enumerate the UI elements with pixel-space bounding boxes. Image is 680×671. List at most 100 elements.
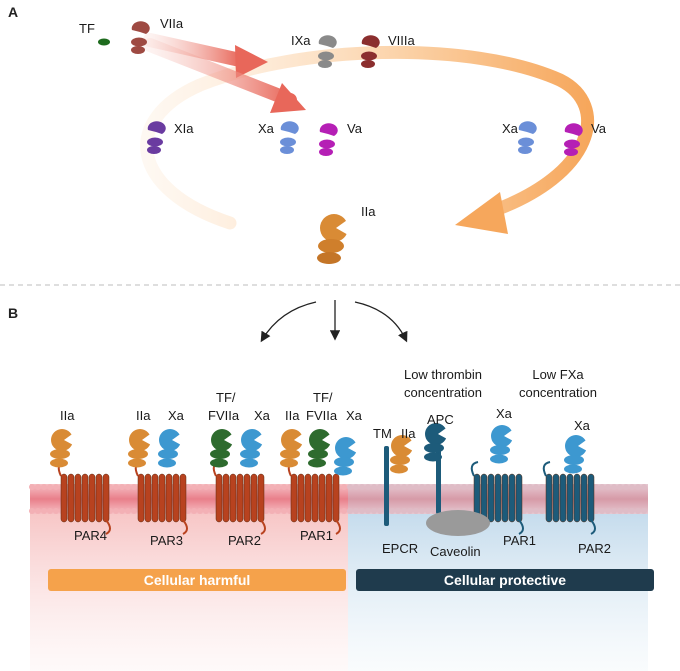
tm-iia-label: IIa xyxy=(401,426,416,441)
helix xyxy=(165,473,173,523)
lipid-head xyxy=(401,484,407,490)
par1-label: PAR1 xyxy=(300,528,333,543)
lipid-head xyxy=(125,508,131,514)
helix xyxy=(172,473,180,523)
lipid-head xyxy=(275,484,281,490)
lipid-head xyxy=(185,508,191,514)
low-fxa-line1: Low FXa xyxy=(532,367,584,382)
lipid-head xyxy=(197,508,203,514)
helix xyxy=(215,473,223,523)
par2-tf-fviia-ligand xyxy=(210,429,235,468)
ligand-mouth xyxy=(172,432,183,446)
helix xyxy=(587,473,595,523)
ligand-mouth xyxy=(348,440,359,454)
ligand-head xyxy=(309,429,331,451)
ligand-tail xyxy=(490,454,508,464)
lipid-head xyxy=(629,484,635,490)
n-terminus xyxy=(470,461,479,477)
helix xyxy=(559,473,567,523)
signaling-arrows xyxy=(260,300,408,343)
lipid-head xyxy=(419,508,425,514)
lipid-head xyxy=(617,484,623,490)
lipid-head xyxy=(113,508,119,514)
par1-xa-ligand xyxy=(334,437,359,476)
ligand-head xyxy=(51,429,73,451)
ligand-body xyxy=(280,449,300,459)
lipid-head xyxy=(281,508,287,514)
lipid-head xyxy=(113,484,119,490)
lipid-head xyxy=(629,508,635,514)
helix xyxy=(501,473,509,523)
xia-label: XIa xyxy=(174,121,194,136)
lipid-head xyxy=(395,484,401,490)
par2-receptor xyxy=(212,461,266,535)
ligand-tail xyxy=(128,458,146,468)
ligand-mouth xyxy=(322,432,333,446)
lipid-head xyxy=(593,508,599,514)
lipid-head xyxy=(53,508,59,514)
tm-iia-ligand xyxy=(390,435,415,474)
lipid-head xyxy=(623,508,629,514)
lipid-head xyxy=(41,508,47,514)
lipid-head xyxy=(347,484,353,490)
ligand-mouth xyxy=(404,438,415,452)
ligand-tail xyxy=(424,452,442,462)
ligand-body xyxy=(490,445,510,455)
lipid-head xyxy=(347,508,353,514)
lipid-head xyxy=(47,484,53,490)
viia-protein xyxy=(131,21,150,54)
lipid-head xyxy=(35,508,41,514)
prot-par2-label: PAR2 xyxy=(578,541,611,556)
helix xyxy=(144,473,152,523)
helix xyxy=(88,473,96,523)
helix xyxy=(508,473,516,523)
par4-iia-label: IIa xyxy=(60,408,75,423)
lipid-head xyxy=(521,508,527,514)
lipid-head xyxy=(605,508,611,514)
helix xyxy=(158,473,166,523)
tf-viia-activation-arrows xyxy=(143,33,306,113)
protective-bar-label: Cellular protective xyxy=(444,572,566,588)
lipid-head xyxy=(119,484,125,490)
c-terminus xyxy=(105,519,111,535)
helix xyxy=(515,473,523,523)
lipid-head xyxy=(623,484,629,490)
helix xyxy=(566,473,574,523)
viia-label: VIIa xyxy=(160,16,184,31)
lipid-head xyxy=(419,484,425,490)
prot-par1-xa-ligand xyxy=(490,425,515,464)
par1-tf-label-1: TF/ xyxy=(313,390,333,405)
lipid-head xyxy=(203,508,209,514)
ligand-body xyxy=(210,449,230,459)
lipid-head xyxy=(449,484,455,490)
lipid-head xyxy=(263,484,269,490)
helix xyxy=(318,473,326,523)
ligand-tail xyxy=(308,458,326,468)
lipid-head xyxy=(425,508,431,514)
helix xyxy=(81,473,89,523)
lipid-head xyxy=(377,508,383,514)
par4-receptor xyxy=(57,461,111,535)
helix xyxy=(304,473,312,523)
lipid-head xyxy=(527,484,533,490)
par1-xa-label: Xa xyxy=(346,408,363,423)
c-terminus xyxy=(335,519,341,535)
epcr-label: EPCR xyxy=(382,541,418,556)
lipid-head xyxy=(605,484,611,490)
xa-right-label: Xa xyxy=(502,121,519,136)
low-thrombin-line2: concentration xyxy=(404,385,482,400)
ligand-body xyxy=(158,449,178,459)
ligand-tail xyxy=(210,458,228,468)
ligand-head xyxy=(241,429,263,451)
prot-par1-label: PAR1 xyxy=(503,533,536,548)
ligand-body xyxy=(424,443,444,453)
lipid-head xyxy=(611,508,617,514)
ixa-label: IXa xyxy=(291,33,311,48)
xa-right-protein xyxy=(518,121,537,154)
ligand-head xyxy=(281,429,303,451)
lipid-head xyxy=(53,484,59,490)
ligand-mouth xyxy=(224,432,235,446)
lipid-head xyxy=(407,508,413,514)
